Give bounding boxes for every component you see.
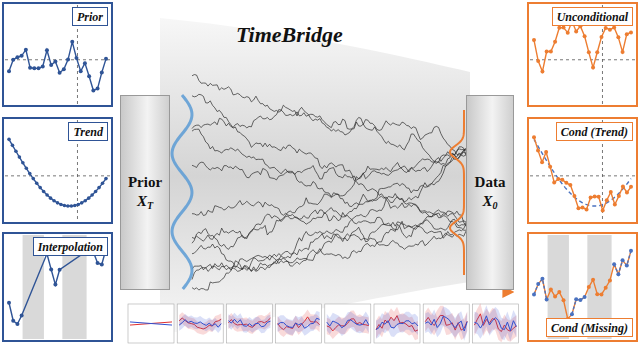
bridge-path <box>192 150 466 241</box>
panel-title: Cond (Trend) <box>561 125 628 139</box>
sample-thumbnail <box>423 304 469 343</box>
sample-thumbnail <box>177 304 223 343</box>
sample-thumbnail <box>374 304 420 343</box>
box-symbol: XT <box>137 193 153 211</box>
panel-label: Interpolation <box>33 237 108 256</box>
panel-title: Unconditional <box>557 10 628 24</box>
sample-thumbnail <box>276 304 322 343</box>
data-box: DataX0 <box>466 95 514 290</box>
box-symbol: X0 <box>482 193 497 211</box>
bridge-path <box>192 219 466 271</box>
prior-panel: Prior <box>2 2 113 107</box>
data-density <box>450 110 464 275</box>
bridge-path <box>192 147 466 181</box>
panel-title: Trend <box>73 125 103 139</box>
symbol: X <box>482 193 492 209</box>
panel-label: Trend <box>68 122 108 141</box>
missing-result-panel: Cond (Missing) <box>527 232 638 342</box>
bridge-paths <box>192 75 466 290</box>
sample-thumbnail <box>472 303 518 343</box>
box-title: Prior <box>128 174 162 191</box>
unconditional-panel: Unconditional <box>527 2 638 107</box>
bridge-path <box>192 94 466 226</box>
bridge-path <box>192 75 466 163</box>
bridge-path <box>192 153 466 290</box>
progress-arrow <box>128 291 512 294</box>
sample-thumbnail <box>128 304 174 343</box>
panel-title: Interpolation <box>38 240 103 254</box>
bridge-funnel <box>160 18 470 334</box>
subscript: 0 <box>493 200 498 211</box>
box-title: Data <box>475 174 506 191</box>
subscript: T <box>147 200 153 211</box>
sample-strip <box>128 303 518 343</box>
panel-label: Cond (Trend) <box>556 122 633 141</box>
sample-thumbnail <box>226 304 272 343</box>
panel-plots <box>5 5 635 339</box>
bridge-path <box>192 129 466 230</box>
figure-title: TimeBridge <box>236 22 343 48</box>
sample-thumbnail <box>325 304 371 343</box>
interpolation-panel: Interpolation <box>2 232 113 342</box>
bridge-path <box>192 201 466 230</box>
panel-title: Prior <box>77 10 103 24</box>
bridge-path <box>192 110 466 155</box>
bridge-path <box>192 227 466 271</box>
symbol: X <box>137 193 147 209</box>
prior-density <box>172 95 192 289</box>
trend-panel: Trend <box>2 117 113 224</box>
panel-label: Unconditional <box>552 7 633 26</box>
bridge-path <box>192 148 466 249</box>
panel-title: Cond (Missing) <box>551 321 628 335</box>
prior-box: PriorXT <box>120 95 170 290</box>
panel-label: Prior <box>72 7 108 26</box>
panel-label: Cond (Missing) <box>546 318 633 337</box>
trend-result-panel: Cond (Trend) <box>527 117 638 224</box>
